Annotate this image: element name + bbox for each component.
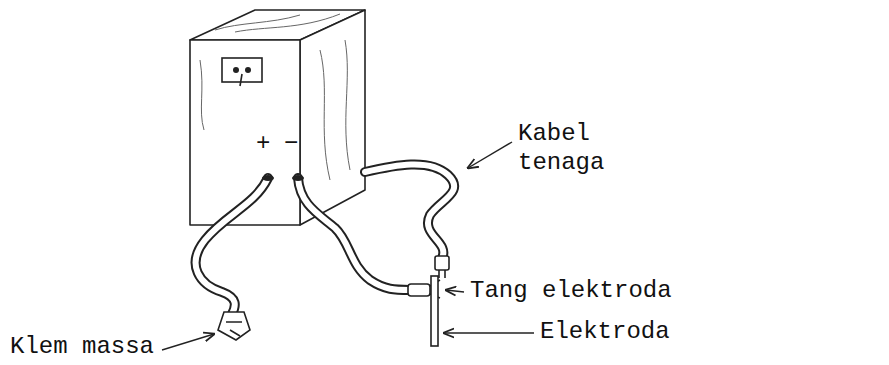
ground-cable-outline (196, 178, 268, 314)
ground-cable (196, 178, 268, 314)
wood-grain (200, 14, 350, 180)
plug-body (435, 256, 449, 270)
terminal-hole (262, 175, 274, 181)
electrode-cable (298, 178, 410, 290)
box-side (300, 10, 365, 225)
polarity-sign: + (256, 130, 270, 159)
part-label: Tang elektroda (470, 277, 672, 306)
socket-hole (233, 67, 239, 73)
plug-pins (439, 270, 445, 278)
grain-line (345, 40, 350, 170)
machine-box (190, 10, 365, 225)
grain-line (200, 60, 204, 130)
power-cable (365, 164, 454, 258)
electrode-holder (408, 276, 440, 346)
part-label: Klem massa (10, 333, 154, 362)
cables (196, 164, 455, 314)
socket-hole (245, 67, 251, 73)
part-label: Elektroda (540, 318, 670, 347)
grain-line (235, 14, 340, 32)
electrode-cable-outline (298, 178, 410, 290)
leader-line (162, 334, 214, 350)
polarity-sign: − (284, 130, 298, 159)
leader-lines (162, 142, 534, 350)
power-cable-outline (365, 164, 454, 258)
leader-line (468, 142, 512, 168)
clamp-jaw (226, 322, 242, 336)
socket-pin (240, 74, 242, 86)
grain-line (215, 15, 300, 30)
holder-handle (408, 284, 430, 296)
grain-line (320, 50, 330, 180)
electrode-rod (431, 276, 438, 346)
clamp-body (218, 312, 250, 340)
power-socket (222, 58, 262, 86)
part-label: Kabel tenaga (518, 120, 628, 178)
leader-line (444, 332, 534, 333)
ground-clamp (218, 312, 250, 340)
box-front (190, 40, 300, 225)
terminal-hole (292, 175, 304, 181)
power-plug (435, 256, 449, 278)
leader-line (446, 290, 464, 292)
